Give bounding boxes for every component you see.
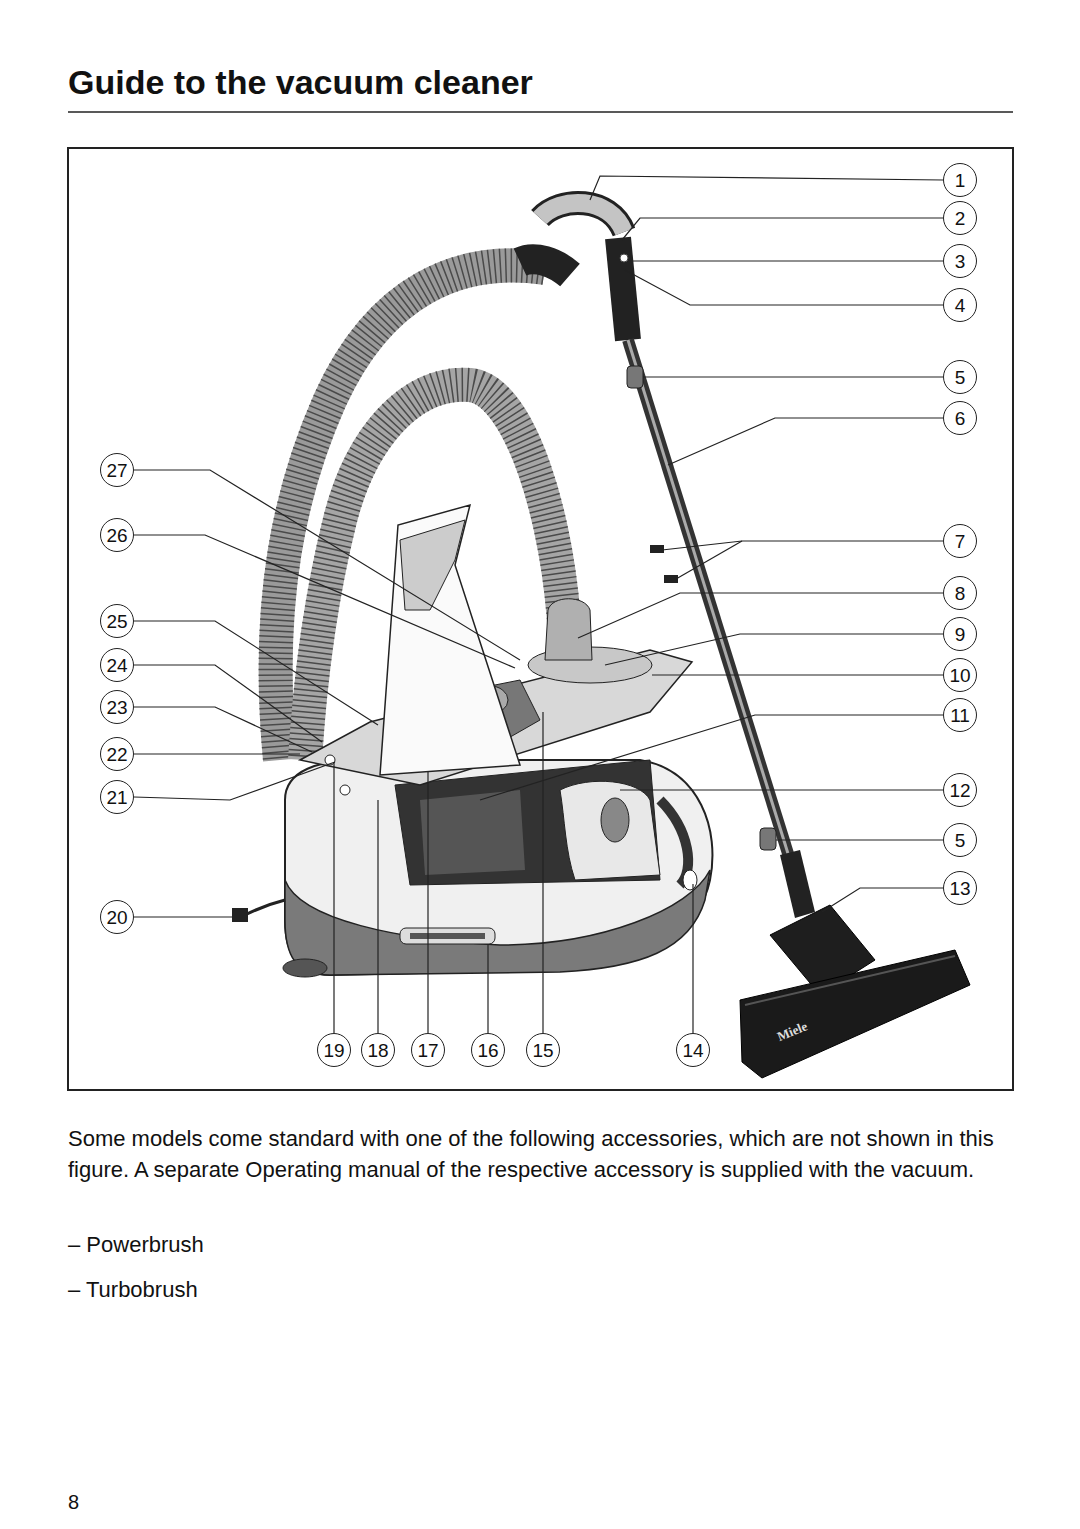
title-rule bbox=[68, 111, 1013, 113]
callout-number: 26 bbox=[100, 518, 134, 552]
callout-number: 22 bbox=[100, 737, 134, 771]
callout-number: 24 bbox=[100, 648, 134, 682]
callout-number: 17 bbox=[411, 1033, 445, 1067]
callout-number: 6 bbox=[943, 401, 977, 435]
callout-number: 20 bbox=[100, 900, 134, 934]
callout-number: 15 bbox=[526, 1033, 560, 1067]
accessory-item: – Turbobrush bbox=[68, 1276, 198, 1304]
callout-number: 11 bbox=[943, 698, 977, 732]
callout-number: 23 bbox=[100, 690, 134, 724]
callout-number: 5 bbox=[943, 823, 977, 857]
callout-number: 8 bbox=[943, 576, 977, 610]
callout-number: 14 bbox=[676, 1033, 710, 1067]
callout-number: 2 bbox=[943, 201, 977, 235]
callout-number: 21 bbox=[100, 780, 134, 814]
callout-number: 5 bbox=[943, 360, 977, 394]
callout-number: 1 bbox=[943, 163, 977, 197]
figure-frame bbox=[68, 148, 1013, 1090]
callout-number: 16 bbox=[471, 1033, 505, 1067]
callout-number: 18 bbox=[361, 1033, 395, 1067]
page-number: 8 bbox=[68, 1490, 79, 1514]
callout-number: 4 bbox=[943, 288, 977, 322]
vacuum-drawing bbox=[232, 203, 970, 1078]
callout-number: 10 bbox=[943, 658, 977, 692]
callout-number: 7 bbox=[943, 524, 977, 558]
callout-number: 19 bbox=[317, 1033, 351, 1067]
callout-number: 25 bbox=[100, 604, 134, 638]
callout-number: 9 bbox=[943, 617, 977, 651]
accessory-item: – Powerbrush bbox=[68, 1231, 204, 1259]
leader-lines bbox=[134, 176, 943, 1033]
callout-number: 27 bbox=[100, 453, 134, 487]
callout-number: 13 bbox=[943, 871, 977, 905]
callout-number: 12 bbox=[943, 773, 977, 807]
accessory-note: Some models come standard with one of th… bbox=[68, 1123, 1013, 1185]
page-title: Guide to the vacuum cleaner bbox=[68, 62, 533, 102]
callout-number: 3 bbox=[943, 244, 977, 278]
